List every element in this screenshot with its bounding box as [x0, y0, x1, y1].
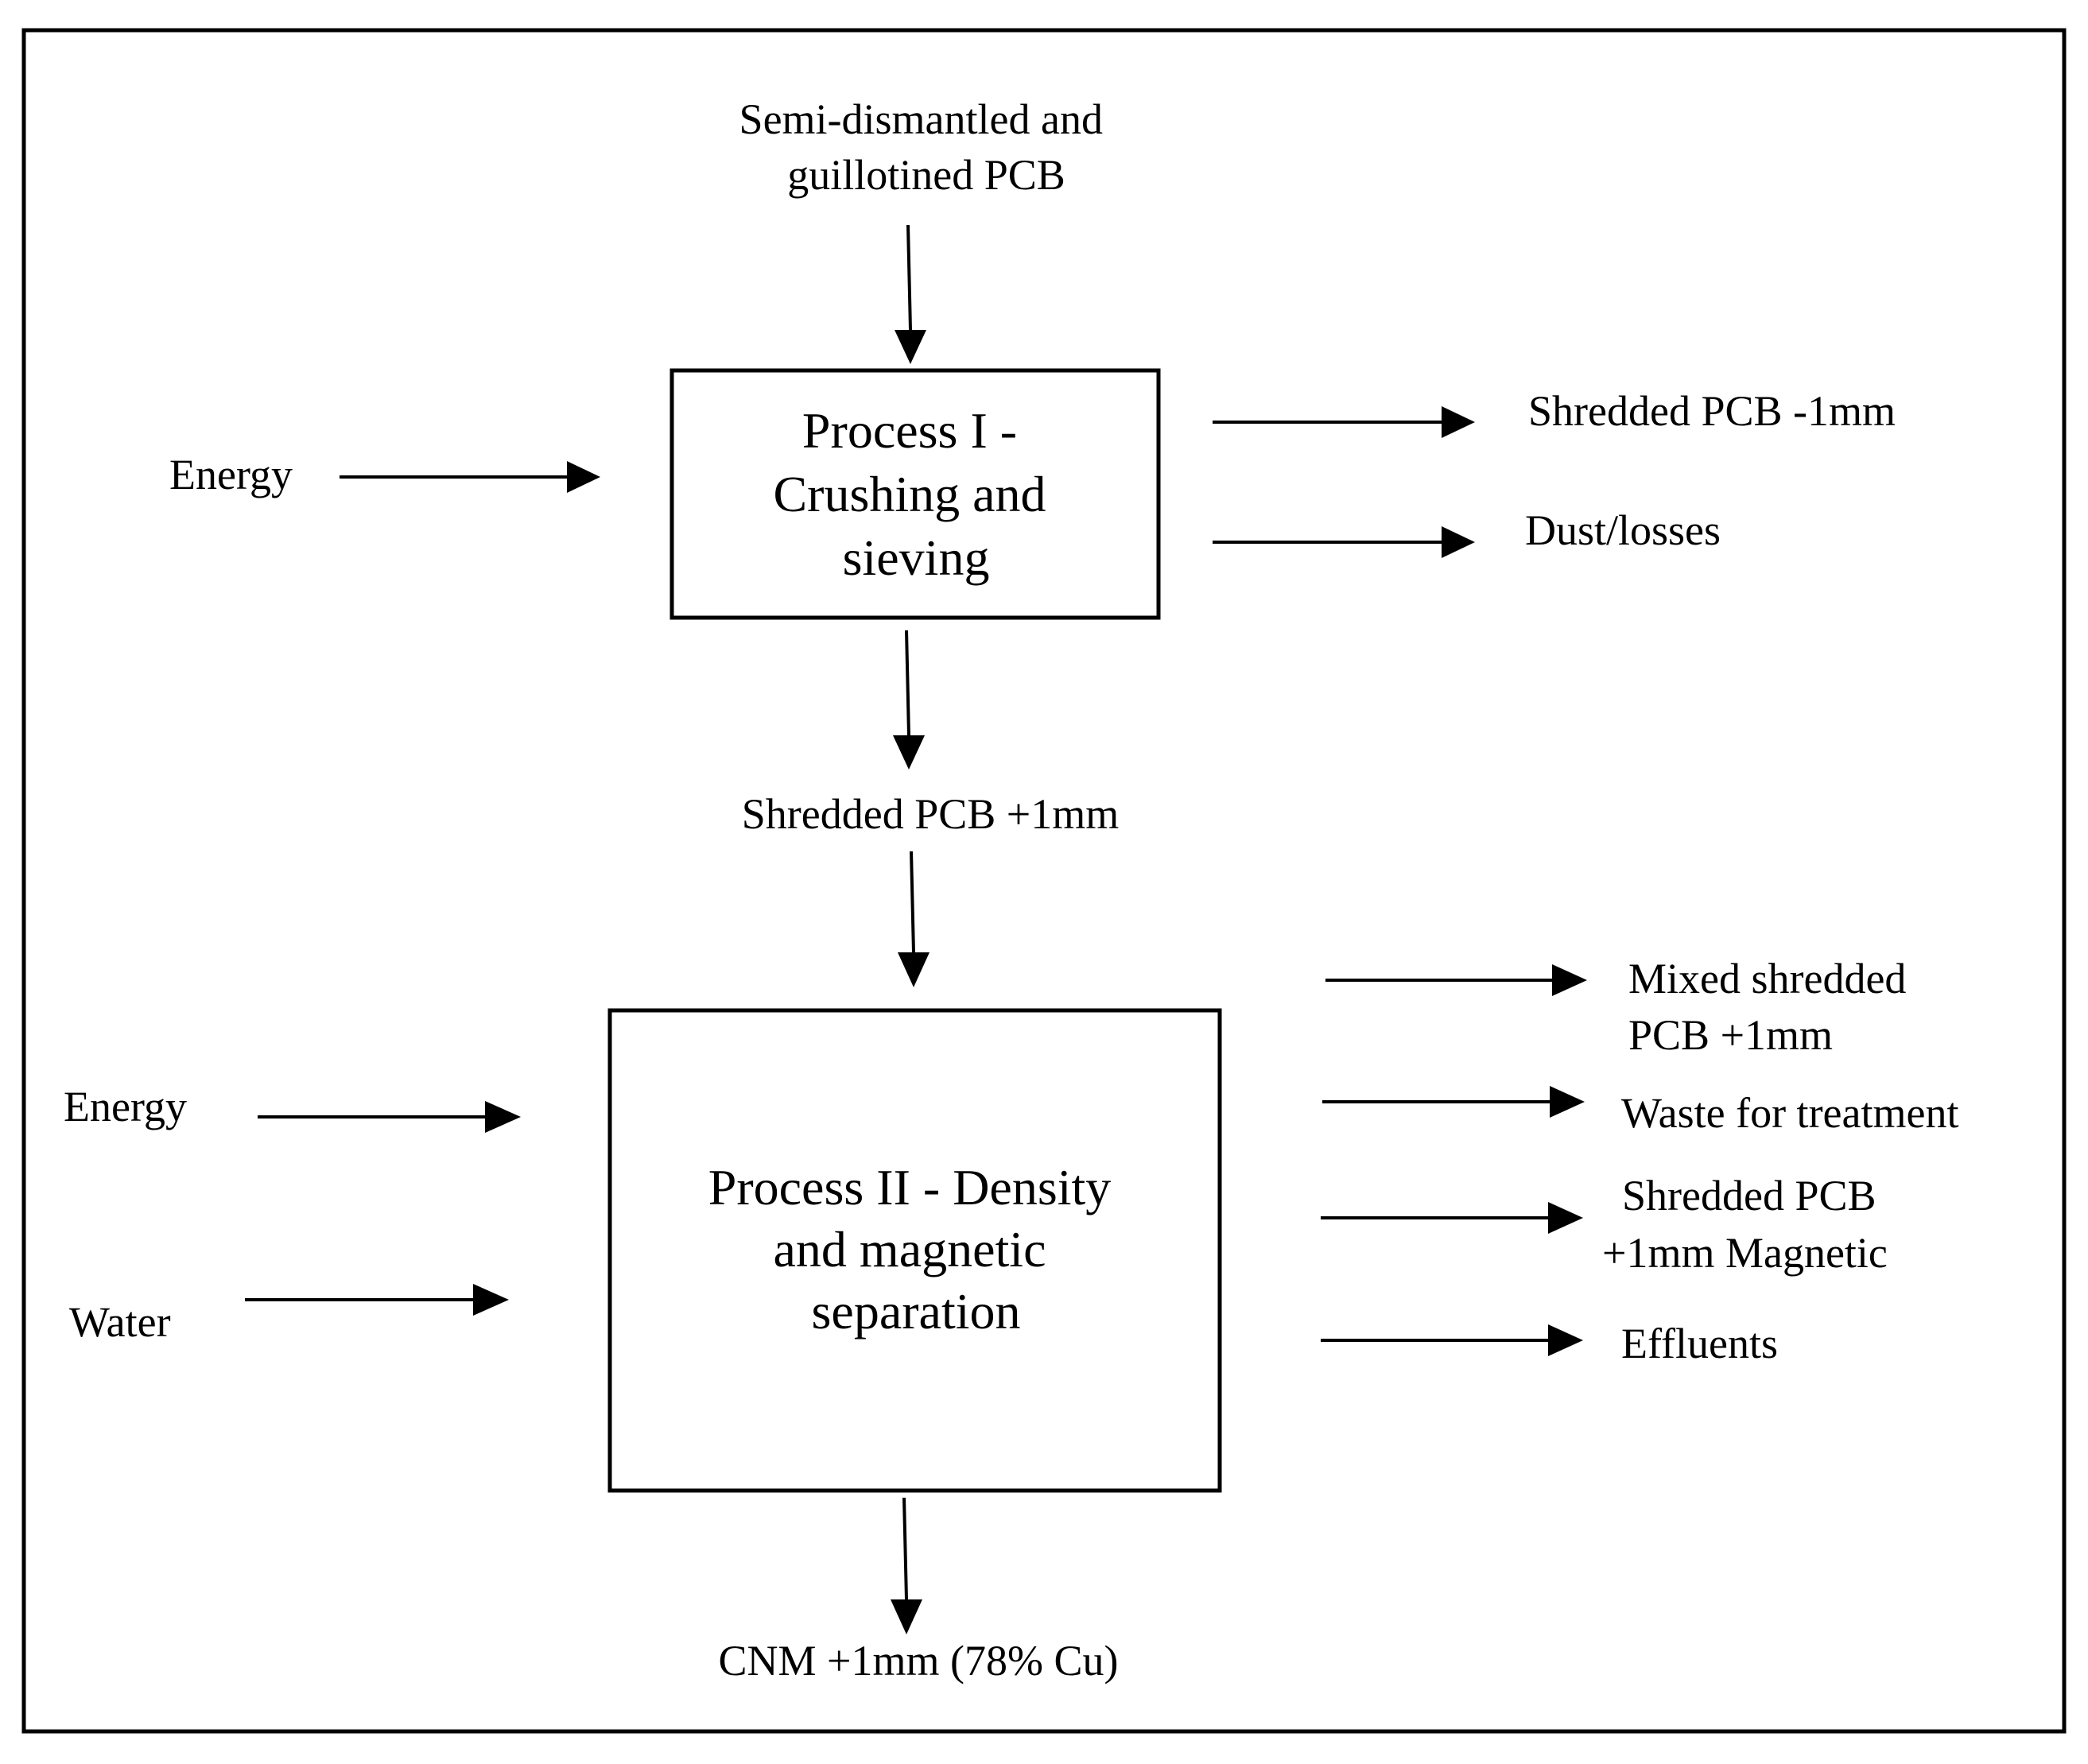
arrow-feed-to-process-1	[895, 224, 926, 364]
process-2-label: Process II - Density and magnetic separa…	[708, 1159, 1124, 1339]
arrow-process-2-to-mixed	[1325, 964, 1587, 996]
arrow-intermediate-to-process-2	[898, 851, 930, 987]
arrow-process-2-to-waste	[1322, 1086, 1585, 1118]
arrow-water-to-process-2	[245, 1284, 509, 1316]
process-1-box	[669, 368, 1161, 620]
arrow-process-1-to-shredded-minus	[1213, 406, 1475, 438]
output-magnetic-label: Shredded PCB +1mm Magnetic	[1602, 1172, 1888, 1277]
arrow-energy-to-process-1	[340, 461, 600, 493]
feed-label: Semi-dismantled and guillotined PCB	[739, 95, 1114, 199]
process-2-box	[607, 1008, 1222, 1493]
output-effluents-label: Effluents	[1621, 1320, 1778, 1367]
arrow-process-2-to-effluents	[1321, 1324, 1583, 1356]
output-shredded-minus-1mm-label: Shredded PCB -1mm	[1528, 387, 1896, 435]
arrow-process-2-to-final-product	[891, 1497, 922, 1634]
arrow-process-1-to-intermediate	[893, 630, 925, 770]
output-mixed-shredded-label: Mixed shredded PCB +1mm	[1628, 955, 1917, 1059]
process-1-label: Process I - Crushing and sieving	[773, 402, 1058, 586]
output-dust-losses-label: Dust/losses	[1525, 506, 1721, 554]
arrow-process-1-to-dust	[1213, 526, 1475, 558]
outer-frame	[21, 28, 2067, 1734]
arrow-energy-to-process-2	[258, 1101, 521, 1133]
energy-input-1-label: Energy	[169, 451, 293, 498]
final-product-cnm-label: CNM +1mm (78% Cu)	[719, 1637, 1119, 1685]
intermediate-shredded-plus-1mm-label: Shredded PCB +1mm	[742, 790, 1119, 838]
water-input-label: Water	[69, 1298, 171, 1346]
arrow-process-2-to-magnetic	[1321, 1202, 1583, 1234]
output-waste-for-treatment-label: Waste for treatment	[1621, 1089, 1958, 1137]
energy-input-2-label: Energy	[64, 1083, 187, 1130]
